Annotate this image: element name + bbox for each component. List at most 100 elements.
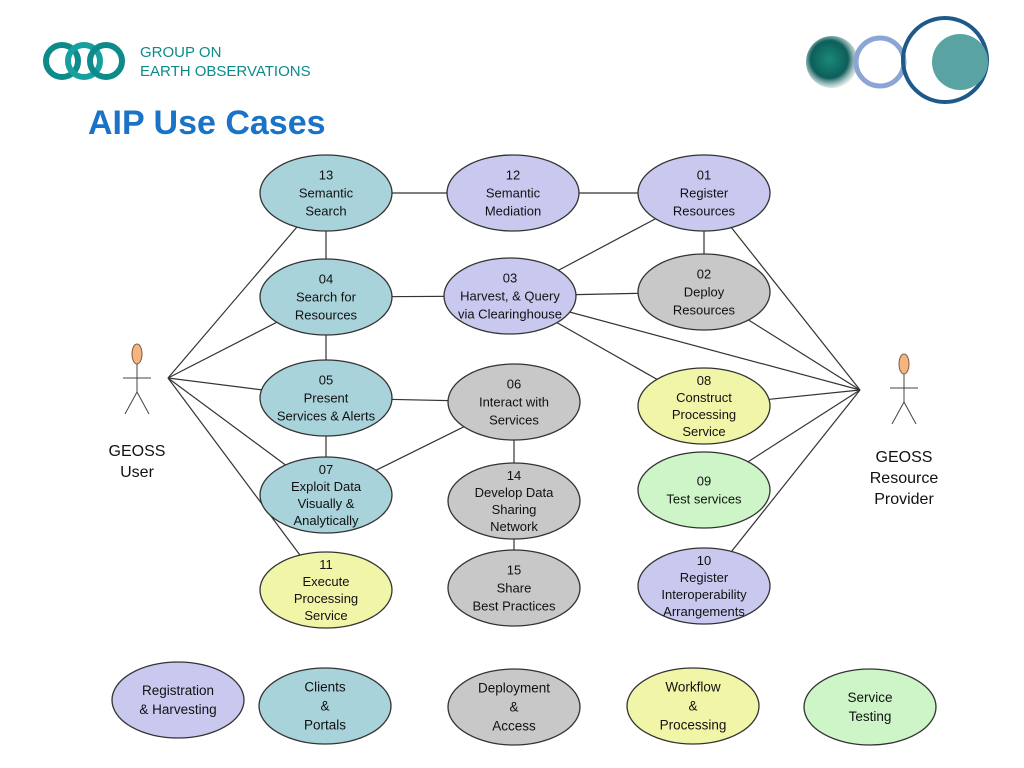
use-case-07-label-line: Analytically xyxy=(293,513,359,528)
use-case-12-label-line: Semantic xyxy=(486,186,541,201)
legend-registration-label-line: Registration xyxy=(142,683,214,698)
use-case-08-label-line: 08 xyxy=(697,373,711,388)
ring-filled-teal xyxy=(932,34,988,90)
legend-registration: Registration & Harvesting xyxy=(111,661,245,739)
actor-geoss-user-head xyxy=(131,343,143,365)
legend-workflow: Workflow&Processing xyxy=(626,667,760,745)
legend-deployment: Deployment&Access xyxy=(447,668,581,746)
use-case-03-label-line: 03 xyxy=(503,271,517,286)
actor-geoss-resource-provider-head xyxy=(898,353,910,375)
actor-geoss-resource-provider-label-line: Provider xyxy=(874,491,934,508)
use-case-09-label-line: Test services xyxy=(666,492,742,507)
use-case-14-ellipse xyxy=(447,462,581,540)
ring-dark-green xyxy=(806,36,858,88)
use-case-04-label-line: Resources xyxy=(295,308,358,323)
legend-clients-ellipse xyxy=(258,667,392,745)
geo-rings-decoration xyxy=(806,16,989,104)
use-case-15-label-line: Share xyxy=(497,581,532,596)
use-case-02-label-line: 02 xyxy=(697,267,711,282)
use-case-12-ellipse xyxy=(446,154,580,232)
actor-geoss-user: GEOSS User xyxy=(109,343,166,481)
use-case-14-label-line: Develop Data xyxy=(475,485,555,500)
use-case-10-label-line: Interoperability xyxy=(661,587,747,602)
legend-deployment-label-line: & xyxy=(509,700,518,715)
use-case-03-label-line: via Clearinghouse xyxy=(458,307,562,322)
use-case-10-ellipse xyxy=(637,547,771,625)
actor-geoss-user-leg-right xyxy=(136,391,150,415)
use-case-01-label-line: Register xyxy=(680,186,729,201)
actor-geoss-resource-provider-leg-right xyxy=(903,401,917,425)
legend-testing-ellipse xyxy=(803,668,937,746)
legend-deployment-label-line: Deployment xyxy=(478,681,550,696)
org-name-line1: GROUP ON xyxy=(140,44,221,61)
geo-logo: GROUP ON EARTH OBSERVATIONS xyxy=(43,42,311,80)
geo-logo-ring-2 xyxy=(65,42,103,80)
use-case-09-ellipse xyxy=(637,451,771,529)
use-case-09-label-line: 09 xyxy=(697,474,711,489)
legend-clients-label-line: Clients xyxy=(304,680,346,695)
use-case-03-ellipse xyxy=(443,257,577,335)
legend-clients-label-line: Portals xyxy=(304,718,346,733)
page-title: AIP Use Cases xyxy=(88,104,326,142)
legend-workflow-label-line: Processing xyxy=(660,718,727,733)
use-case-15-ellipse xyxy=(447,549,581,627)
use-case-04-label-line: 04 xyxy=(319,272,333,287)
use-case-08-label-line: Construct xyxy=(676,390,732,405)
use-case-02-label-line: Deploy xyxy=(684,285,725,300)
use-case-05-ellipse xyxy=(259,359,393,437)
use-case-06-label-line: Interact with xyxy=(479,395,549,410)
geo-logo-ring-3 xyxy=(87,42,125,80)
use-case-14-label-line: 14 xyxy=(507,468,521,483)
actor-geoss-user-label-line: User xyxy=(120,464,154,481)
use-case-14-label-line: Network xyxy=(490,519,538,534)
use-case-13-ellipse xyxy=(259,154,393,232)
use-case-11-label-line: 11 xyxy=(319,557,333,572)
use-case-11-ellipse xyxy=(259,551,393,629)
legend-testing-label-line: Testing xyxy=(849,709,892,724)
legend-clients-label-line: & xyxy=(320,699,329,714)
actor-geoss-user-label-line: GEOSS xyxy=(109,443,166,460)
use-case-01-label-line: 01 xyxy=(697,168,711,183)
legend-workflow-ellipse xyxy=(626,667,760,745)
use-case-08-ellipse xyxy=(637,367,771,445)
use-case-11-label-line: Service xyxy=(304,608,347,623)
use-case-01-ellipse xyxy=(637,154,771,232)
legend-registration-ellipse xyxy=(111,661,245,739)
legend-workflow-label-line: & xyxy=(688,699,697,714)
use-case-13-label-line: 13 xyxy=(319,168,333,183)
actor-geoss-resource-provider-label-line: GEOSS xyxy=(876,449,933,466)
geo-logo-ring-1 xyxy=(43,42,81,80)
use-case-06-ellipse xyxy=(447,363,581,441)
use-case-02-label-line: Resources xyxy=(673,303,736,318)
use-case-05-label-line: 05 xyxy=(319,373,333,388)
use-case-nodes: 13SemanticSearch12SemanticMediation01Reg… xyxy=(259,154,771,629)
use-case-08-label-line: Processing xyxy=(672,407,736,422)
use-case-13-label-line: Semantic xyxy=(299,186,354,201)
use-case-11-label-line: Processing xyxy=(294,591,358,606)
use-case-04-label-line: Search for xyxy=(296,290,357,305)
use-case-12-label-line: Mediation xyxy=(485,204,541,219)
use-case-12-label-line: 12 xyxy=(506,168,520,183)
use-case-05-label-line: Services & Alerts xyxy=(277,409,376,424)
legend: Registration & Harvesting Clients & Portals D… xyxy=(111,661,937,746)
use-case-03-label-line: Harvest, & Query xyxy=(460,289,560,304)
use-case-06-label-line: 06 xyxy=(507,377,521,392)
use-case-08-label-line: Service xyxy=(682,424,725,439)
use-case-02-ellipse xyxy=(637,253,771,331)
use-case-11-label-line: Execute xyxy=(303,574,350,589)
legend-registration-label-line: & Harvesting xyxy=(139,702,216,717)
use-case-01-label-line: Resources xyxy=(673,204,736,219)
